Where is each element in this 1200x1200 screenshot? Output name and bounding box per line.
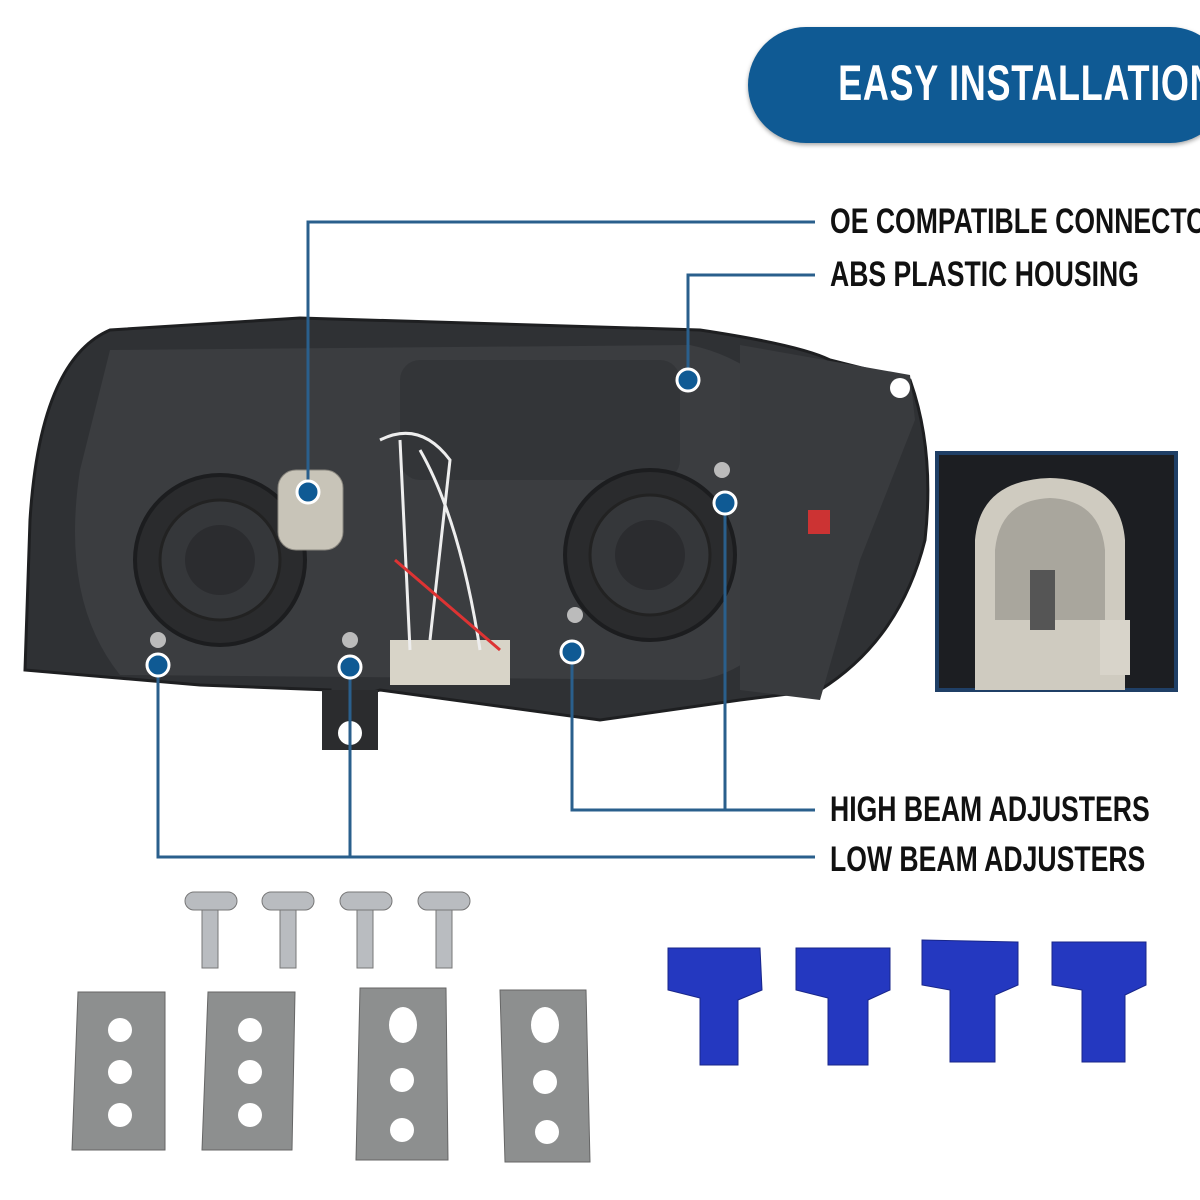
wire-tap xyxy=(1051,941,1147,1063)
bracket xyxy=(201,991,296,1151)
callout-high-beam-adjusters: HIGH BEAM ADJUSTERS xyxy=(830,790,1150,829)
section-badge: EASY INSTALLATION xyxy=(748,27,1200,143)
screws xyxy=(184,891,471,969)
bracket xyxy=(355,987,449,1161)
bracket xyxy=(499,989,591,1163)
bracket xyxy=(71,991,166,1151)
section-title: EASY INSTALLATION xyxy=(837,55,1200,111)
brackets xyxy=(71,987,591,1163)
callout-dots xyxy=(145,367,738,680)
headlight-housing xyxy=(23,316,930,750)
callout-low-beam-adjusters: LOW BEAM ADJUSTERS xyxy=(830,840,1146,879)
callout-abs-housing: ABS PLASTIC HOUSING xyxy=(830,255,1139,294)
connector-closeup-inset xyxy=(935,451,1178,692)
wire-taps xyxy=(667,939,1147,1066)
callout-lines xyxy=(156,220,815,859)
screw xyxy=(339,891,393,969)
screw xyxy=(184,891,238,969)
screw xyxy=(261,891,315,969)
wire-tap xyxy=(795,947,891,1066)
wire-tap xyxy=(921,939,1019,1063)
callout-oe-connector: OE COMPATIBLE CONNECTOR xyxy=(830,202,1200,241)
screw xyxy=(417,891,471,969)
wire-tap xyxy=(667,947,763,1066)
